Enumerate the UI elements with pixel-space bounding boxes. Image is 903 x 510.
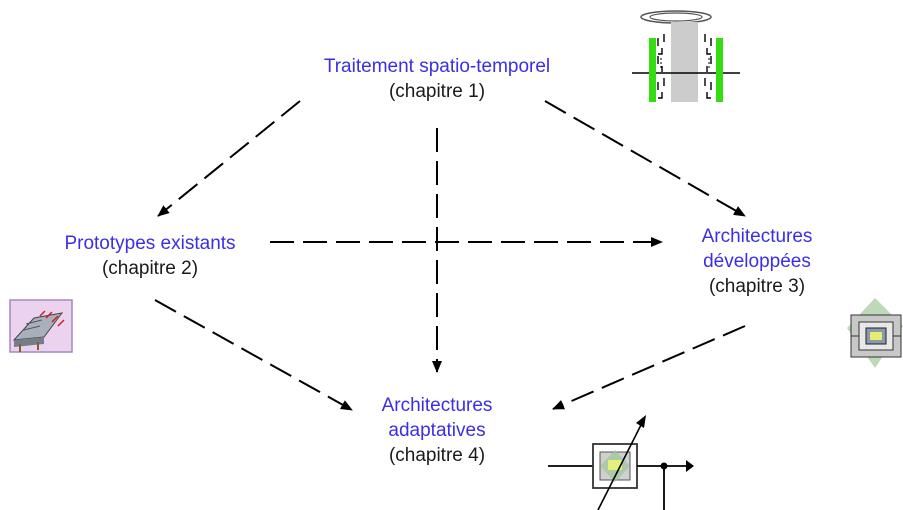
antenna-array-icon	[632, 10, 740, 102]
node-title-line2: développées	[703, 251, 811, 272]
node-title-line1: Architectures	[701, 226, 813, 247]
node-title-line2: adaptatives	[388, 420, 486, 441]
node-title: Prototypes existants	[64, 233, 236, 254]
node-title-line1: Architectures	[381, 395, 493, 416]
chip-architecture-icon	[847, 298, 903, 368]
arrow-n3-to-n4	[552, 325, 746, 410]
arrow-n2-to-n4	[154, 299, 353, 411]
node-subtitle: (chapitre 2)	[101, 258, 199, 279]
arrow-n1-to-n3	[544, 100, 746, 217]
node-chapitre-3: Architectures développées (chapitre 3)	[672, 224, 842, 299]
node-subtitle: (chapitre 1)	[388, 81, 486, 102]
node-chapitre-2: Prototypes existants (chapitre 2)	[25, 231, 275, 281]
node-subtitle: (chapitre 4)	[388, 445, 486, 466]
prototype-board-icon	[9, 299, 73, 353]
arrow-n1-to-n2	[157, 100, 301, 217]
node-chapitre-1: Traitement spatio-temporel (chapitre 1)	[287, 54, 587, 104]
node-title: Traitement spatio-temporel	[323, 56, 551, 77]
adaptive-filter-icon	[548, 415, 694, 510]
node-subtitle: (chapitre 3)	[708, 276, 806, 297]
node-chapitre-4: Architectures adaptatives (chapitre 4)	[362, 393, 512, 468]
